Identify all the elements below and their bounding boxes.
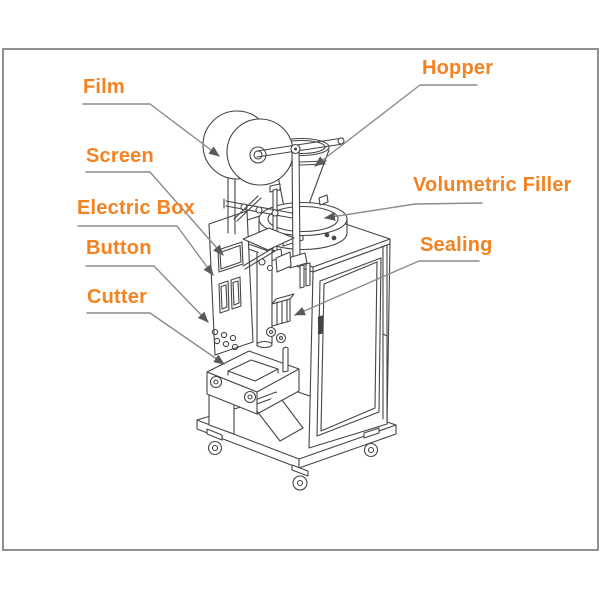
leader-cutter bbox=[87, 313, 225, 364]
sealing-unit bbox=[267, 263, 311, 343]
display-screen bbox=[218, 242, 243, 272]
panel-windows bbox=[219, 277, 241, 313]
panel-buttons bbox=[212, 329, 237, 349]
leader-sealing bbox=[294, 261, 479, 315]
leader-lines bbox=[78, 85, 482, 364]
guide-rollers bbox=[224, 196, 292, 221]
discharge-tray bbox=[207, 347, 299, 414]
label-volumetric-filler: Volumetric Filler bbox=[413, 174, 572, 196]
label-sealing: Sealing bbox=[420, 234, 493, 256]
leader-screen bbox=[86, 172, 223, 256]
label-electric-box: Electric Box bbox=[77, 197, 196, 219]
support-column bbox=[288, 145, 307, 269]
leader-electric-box bbox=[78, 226, 213, 276]
bag-former bbox=[243, 228, 294, 272]
electric-box-panel bbox=[209, 211, 253, 355]
label-hopper: Hopper bbox=[422, 57, 494, 79]
film-web bbox=[228, 178, 235, 234]
label-film: Film bbox=[83, 76, 125, 98]
label-cutter: Cutter bbox=[87, 286, 148, 308]
leader-film bbox=[83, 104, 220, 156]
leader-button bbox=[86, 266, 208, 323]
label-button: Button bbox=[86, 237, 152, 259]
cabinet-door bbox=[317, 258, 381, 436]
leader-volumetric-filler bbox=[324, 203, 482, 221]
leader-hopper bbox=[314, 85, 477, 166]
film-roll bbox=[203, 111, 293, 185]
label-screen: Screen bbox=[86, 145, 154, 167]
